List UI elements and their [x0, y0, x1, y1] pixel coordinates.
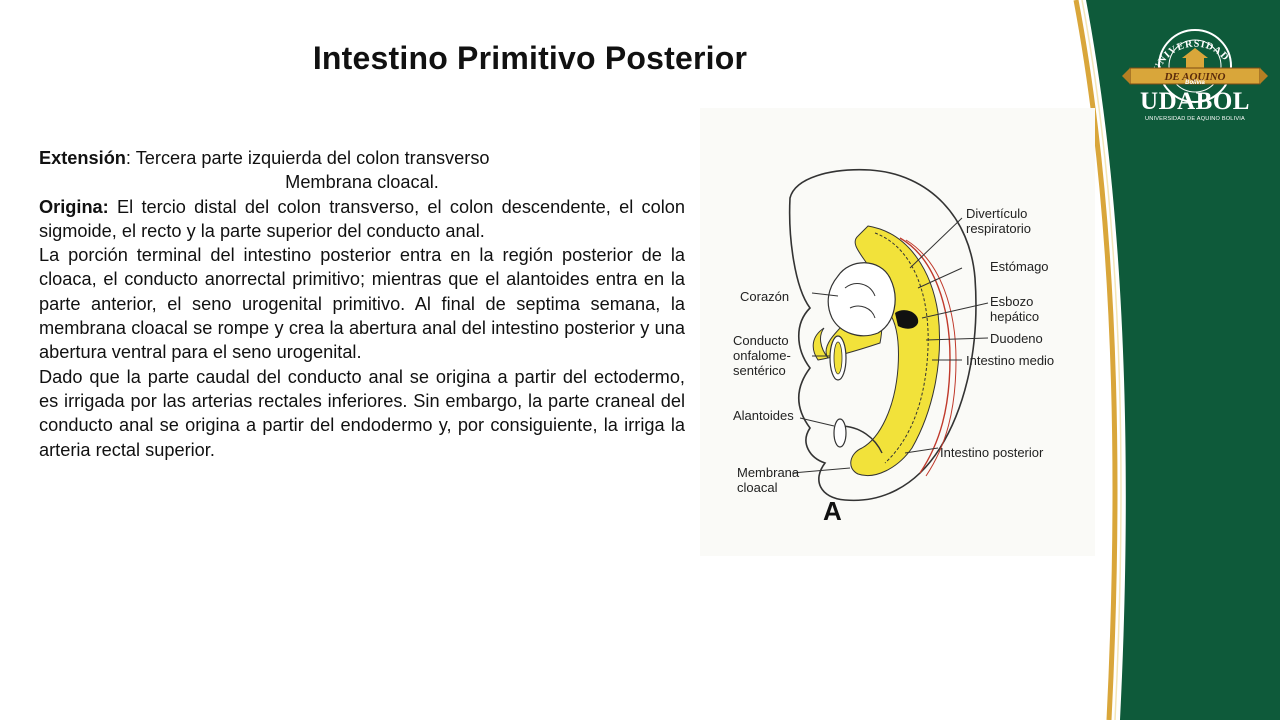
logo-name: UDABOL	[1140, 88, 1250, 115]
origina-text: El tercio distal del colon transverso, e…	[39, 196, 685, 241]
label-duodeno: Duodeno	[990, 331, 1043, 346]
extension-label: Extensión	[39, 148, 126, 168]
label-intestino-posterior: Intestino posterior	[940, 445, 1044, 460]
embryo-outline	[788, 168, 977, 502]
origina-label: Origina:	[39, 196, 109, 217]
embryo-diagram	[788, 168, 989, 502]
paragraph-1: La porción terminal del intestino poster…	[39, 245, 685, 363]
liver-bud	[895, 310, 919, 329]
logo-subtitle: UNIVERSIDAD DE AQUINO BOLIVIA	[1145, 116, 1245, 122]
gold-curve-inner	[1081, 0, 1122, 720]
heart-shape	[827, 262, 896, 337]
leader-lines	[791, 217, 989, 474]
mesoderm-line	[899, 237, 951, 474]
gold-curve	[1073, 0, 1118, 720]
label-alantoides: Alantoides	[733, 408, 794, 423]
logo-country: Bolivia	[1185, 80, 1205, 86]
label-estomago: Estómago	[990, 259, 1049, 274]
logo-ribbon-text: DE AQUINO	[1163, 71, 1225, 83]
slide-title: Intestino Primitivo Posterior	[312, 40, 748, 76]
extension-text: : Tercera parte izquierda del colon tran…	[125, 148, 490, 168]
brand-green-panel	[1086, 0, 1280, 720]
label-corazon: Corazón	[740, 289, 790, 304]
paragraph-2: Dado que la parte caudal del conducto an…	[39, 366, 685, 460]
extension-line: Extensión: Tercera parte izquierda del c…	[39, 146, 685, 170]
slide-body: Extensión: Tercera parte izquierda del c…	[39, 146, 685, 462]
extension-line-2: Membrana cloacal.	[285, 172, 439, 193]
figure-letter: A	[823, 496, 842, 526]
gut-midline	[874, 232, 929, 464]
label-intestino-medio: Intestino medio	[966, 353, 1055, 368]
udabol-logo: UNIVERSIDAD DE AQUINO	[1122, 29, 1268, 103]
origina-paragraph: Origina: El tercio distal del colon tran…	[39, 195, 685, 244]
